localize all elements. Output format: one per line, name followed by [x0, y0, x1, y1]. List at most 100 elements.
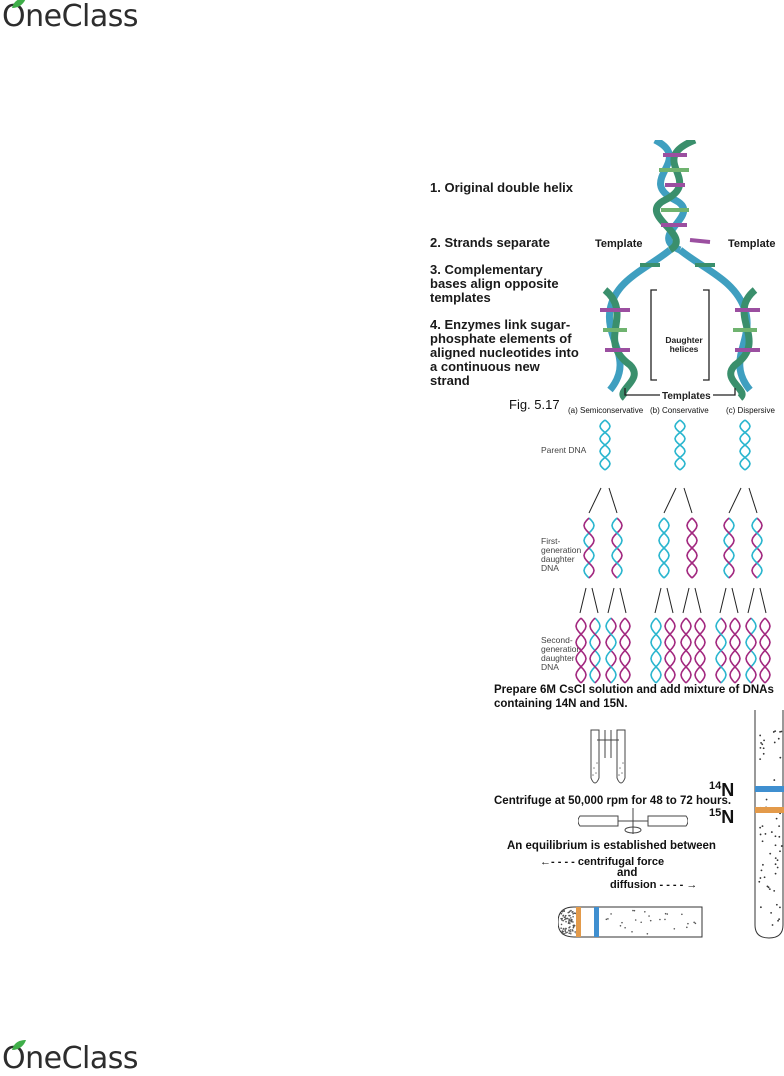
particle: [775, 817, 778, 820]
n14-label: 14N: [709, 780, 735, 800]
particle: [767, 886, 770, 889]
particle: [774, 844, 777, 847]
particle: [777, 737, 780, 740]
step-4: 4. Enzymes link sugar-phosphate elements…: [430, 317, 579, 388]
particle: [564, 914, 567, 917]
particle: [664, 918, 666, 921]
centrifuge-rotor-icon: [578, 808, 688, 834]
arrow: [619, 587, 627, 614]
vertical-tube-diagram: [754, 710, 784, 939]
particle: [774, 863, 777, 866]
oneclass-logo-header[interactable]: OneClass: [2, 0, 142, 34]
particle: [619, 924, 622, 927]
particle: [621, 921, 623, 924]
dna-strand: [575, 617, 587, 684]
logo-text: OneClass: [2, 1041, 139, 1076]
n15-label: 15N: [709, 807, 735, 827]
particle: [776, 859, 779, 862]
arrow: [579, 587, 587, 614]
particle: [773, 741, 776, 744]
particle: [646, 932, 649, 935]
dna-strand: [664, 617, 676, 684]
oneclass-logo-footer[interactable]: OneClass: [2, 1040, 142, 1076]
particle: [759, 826, 762, 829]
particle: [568, 930, 571, 932]
particle: [769, 852, 772, 855]
particle: [774, 872, 777, 875]
particle: [770, 831, 773, 833]
particle: [649, 919, 652, 922]
arrow: [607, 587, 615, 614]
dna-strand: [589, 617, 601, 684]
particle: [565, 920, 567, 923]
figure-caption: Fig. 5.17: [509, 397, 560, 412]
particle: [567, 911, 570, 914]
particle: [780, 845, 783, 847]
arrow: [683, 487, 693, 514]
particle: [759, 906, 762, 909]
particle: [759, 833, 762, 836]
particle: [632, 909, 634, 912]
arrow: [748, 487, 758, 514]
dna-strand: [611, 517, 623, 579]
dna-strand: [759, 617, 771, 684]
row-label-second-gen: Second-generation daughter DNA: [541, 635, 582, 672]
centrifuge-tubes-icon: [590, 729, 626, 784]
particle: [634, 919, 637, 921]
particle: [768, 888, 771, 891]
particle: [765, 798, 768, 801]
particle: [569, 919, 572, 921]
particle: [758, 880, 761, 883]
particle: [687, 922, 689, 925]
template-label-right: Template: [728, 238, 776, 250]
leaf-icon: [12, 0, 26, 8]
step-prepare-cscl: Prepare 6M CsCl solution and add mixture…: [494, 684, 774, 710]
n14-superscript: 14: [709, 780, 722, 792]
particle: [664, 912, 667, 915]
dna-strand: [605, 617, 617, 684]
particle: [563, 909, 565, 911]
particle: [631, 930, 633, 933]
particle: [565, 932, 567, 934]
particle: [560, 927, 562, 929]
particle: [624, 926, 626, 929]
particle: [561, 919, 563, 921]
arrow: [654, 587, 662, 614]
dna-strand: [694, 617, 706, 684]
daughter-helices-label: Daughter helices: [665, 335, 703, 354]
arrow: [694, 587, 702, 614]
particle: [774, 835, 777, 838]
n15-band: [755, 807, 784, 813]
particle: [773, 889, 776, 892]
arrow: [759, 587, 767, 614]
particle: [776, 866, 779, 869]
particle: [686, 926, 688, 929]
particle: [571, 929, 574, 931]
particle: [571, 911, 574, 913]
original-helix: [653, 140, 697, 254]
n15-band: [576, 907, 581, 937]
particle: [569, 922, 571, 925]
particle: [561, 932, 564, 935]
step-centrifuge: Centrifuge at 50,000 rpm for 48 to 72 ho…: [494, 795, 732, 807]
step-3: 3. Complementary bases align opposite te…: [430, 262, 559, 305]
particle: [773, 779, 776, 781]
step-equilibrium: An equilibrium is established between: [507, 840, 716, 852]
particle: [779, 906, 781, 909]
arrow: [591, 587, 599, 614]
dna-strand: [599, 419, 611, 471]
particle: [659, 918, 661, 921]
particle: [640, 921, 642, 924]
particle: [761, 840, 764, 843]
particle: [565, 917, 567, 920]
particle: [561, 917, 563, 920]
templates-label: Templates: [660, 391, 713, 402]
leaf-icon: [12, 1040, 26, 1050]
particle: [565, 927, 567, 930]
particle: [563, 916, 566, 919]
particle: [693, 921, 695, 924]
model-label-dispersive: (c) Dispersive: [726, 406, 775, 415]
horizontal-tube-diagram: [558, 906, 703, 938]
arrow: [682, 587, 690, 614]
particle: [681, 913, 683, 916]
